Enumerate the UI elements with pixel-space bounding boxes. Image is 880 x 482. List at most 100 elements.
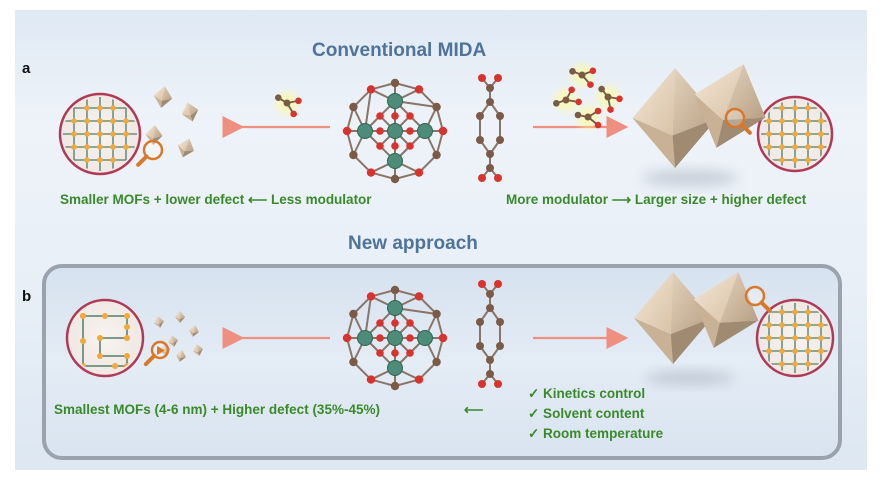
lattice-node <box>818 335 824 341</box>
lattice-node <box>805 309 811 315</box>
lattice-node <box>792 118 798 124</box>
linker-molecule-b <box>476 280 504 388</box>
oxygen-atom <box>391 349 399 357</box>
lattice-node <box>84 157 90 163</box>
oxygen-atom <box>406 334 414 342</box>
linker-atom <box>496 112 504 120</box>
magnifier-icon <box>746 287 764 305</box>
lattice-node <box>805 361 811 367</box>
lattice-node <box>805 348 811 354</box>
small-crystal <box>183 151 194 157</box>
modulator-atom <box>290 111 297 118</box>
zr-atom <box>388 94 403 109</box>
magnifier-icon <box>138 156 146 164</box>
lattice-node <box>805 105 811 111</box>
lattice-node <box>792 157 798 163</box>
zr-atom <box>388 331 403 346</box>
zr-cluster-a <box>343 79 447 183</box>
carbon-atom <box>349 310 357 318</box>
lattice-node <box>805 335 811 341</box>
lattice-node <box>792 105 798 111</box>
carbon-atom <box>391 79 399 87</box>
lattice-node <box>97 335 103 341</box>
lattice-node <box>792 131 798 137</box>
lattice-node <box>818 144 824 150</box>
zr-atom <box>388 301 403 316</box>
lattice-node <box>805 322 811 328</box>
carbon-atom <box>432 310 440 318</box>
modulator-atom <box>579 72 586 79</box>
oxygen-atom <box>367 85 375 93</box>
lattice-node <box>124 353 130 359</box>
modulator-atom <box>595 122 602 129</box>
modulator-molecules <box>271 59 624 133</box>
modulator-atom <box>275 94 282 101</box>
modulator-atom <box>553 100 560 107</box>
modulator-atom <box>587 81 594 88</box>
oxygen-atom <box>376 349 384 357</box>
lattice-node <box>792 361 798 367</box>
lattice-node <box>805 144 811 150</box>
lattice-node <box>779 118 785 124</box>
lattice-node <box>766 144 772 150</box>
modulator-atom <box>616 96 623 103</box>
linker-atom <box>478 174 486 182</box>
modulator-atom <box>605 94 612 101</box>
lattice-node <box>97 118 103 124</box>
linker-atom <box>476 136 484 144</box>
linker-atom <box>494 174 502 182</box>
lattice-node <box>805 118 811 124</box>
lattice-node <box>71 118 77 124</box>
magnifier-icon <box>146 356 154 364</box>
zr-atom <box>358 124 373 139</box>
oxygen-atom <box>415 292 423 300</box>
lattice-node <box>97 131 103 137</box>
linker-atom <box>478 74 486 82</box>
lattice-node <box>123 131 129 137</box>
lattice-node <box>766 118 772 124</box>
tiny-crystal <box>180 357 186 362</box>
linker-atom <box>496 136 504 144</box>
lattice-node <box>779 157 785 163</box>
linker-atom <box>486 98 494 106</box>
lattice-node <box>123 144 129 150</box>
modulator-atom <box>585 114 592 121</box>
linker-atom <box>478 380 486 388</box>
lattice-node <box>766 322 772 328</box>
lattice-node <box>124 335 130 341</box>
oxygen-atom <box>376 319 384 327</box>
zr-atom <box>358 331 373 346</box>
oxygen-atom <box>376 334 384 342</box>
lattice-node <box>792 309 798 315</box>
oxygen-atom <box>391 112 399 120</box>
oxygen-atom <box>406 142 414 150</box>
oxygen-atom <box>406 319 414 327</box>
crystal-shadow <box>642 170 738 186</box>
oxygen-atom <box>439 334 447 342</box>
oxygen-atom <box>406 349 414 357</box>
oxygen-atom <box>376 142 384 150</box>
zr-cluster-b <box>343 286 447 390</box>
lattice-node <box>766 131 772 137</box>
lattice-node <box>84 105 90 111</box>
lattice-node <box>779 335 785 341</box>
lattice-node <box>779 348 785 354</box>
mof-crystals <box>146 64 766 385</box>
oxygen-atom <box>367 168 375 176</box>
carbon-atom <box>432 358 440 366</box>
carbon-atom <box>432 151 440 159</box>
lattice-node <box>818 348 824 354</box>
lattice-node <box>71 131 77 137</box>
large-crystal <box>714 321 759 349</box>
carbon-atom <box>391 382 399 390</box>
modulator-atom <box>590 68 597 75</box>
linker-atom <box>478 280 486 288</box>
magnifier-icon <box>144 141 162 159</box>
modulator-atom <box>563 97 570 104</box>
lattice-node <box>84 118 90 124</box>
linker-atom <box>486 150 494 158</box>
zr-atom <box>388 124 403 139</box>
linker-atom <box>486 304 494 312</box>
modulator-atom <box>595 108 602 115</box>
